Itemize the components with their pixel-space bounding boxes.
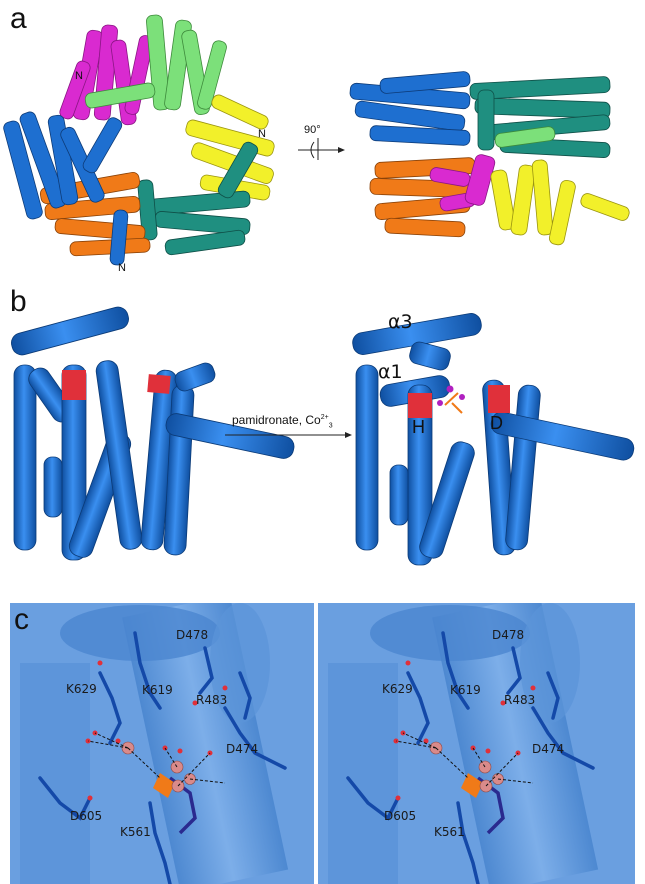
residue-label-d478-left: D478 — [176, 628, 209, 642]
helix-highlight-d-apo — [147, 374, 171, 394]
active-site-stereo — [10, 603, 635, 884]
pamidronate-ligand — [437, 385, 465, 414]
residue-label-k561-right: K561 — [434, 825, 465, 839]
reaction-condition-text: pamidronate, Co — [232, 413, 321, 427]
residue-label-d605-left: D605 — [70, 809, 103, 823]
stereo-right — [318, 603, 635, 884]
monomer-comparison — [11, 306, 635, 566]
rotation-arrow — [298, 138, 345, 160]
panel-a: a — [0, 0, 645, 285]
panel-label-c: c — [14, 603, 29, 636]
residue-label-k561-left: K561 — [120, 825, 151, 839]
residue-label-k629-left: K629 — [66, 682, 97, 696]
trimer-structure — [3, 14, 275, 266]
reaction-condition-label: pamidronate, Co2+3 — [232, 413, 333, 429]
reaction-condition-sub: 3 — [328, 422, 333, 430]
reaction-arrow — [225, 432, 352, 438]
helix-label-d: D — [490, 413, 503, 433]
residue-label-d474-right: D474 — [532, 742, 565, 756]
residue-label-d478-right: D478 — [492, 628, 525, 642]
residue-label-d474-left: D474 — [226, 742, 259, 756]
residue-label-r483-left: R483 — [196, 693, 228, 707]
trimer-side-structure — [349, 71, 630, 246]
panel-label-a: a — [10, 2, 27, 35]
helix-label-h: H — [412, 417, 425, 437]
residue-label-k619-left: K619 — [142, 683, 173, 697]
monomer-apo — [11, 306, 295, 561]
stereo-left — [10, 603, 314, 884]
helix-label-a1: α1 — [378, 361, 403, 383]
trimer-top-view — [3, 14, 630, 266]
residue-label-k629-right: K629 — [382, 682, 413, 696]
monomer-bound — [352, 313, 635, 566]
n-terminus-label-2: N — [258, 128, 266, 140]
helix-highlight-h-apo — [62, 370, 86, 400]
rotation-label: 90° — [304, 124, 321, 136]
panel-label-b: b — [10, 285, 27, 318]
residue-label-r483-right: R483 — [504, 693, 536, 707]
helix-label-a3: α3 — [388, 311, 413, 333]
residue-label-k619-right: K619 — [450, 683, 481, 697]
helix-highlight-d-bound — [488, 385, 510, 413]
reaction-condition-sup: 2+ — [320, 414, 329, 421]
panel-b: b — [0, 285, 645, 603]
n-terminus-label-3: N — [118, 262, 126, 274]
panel-c: c K629 K619 D478 R483 D474 D605 K561 K62… — [0, 603, 645, 884]
residue-label-d605-right: D605 — [384, 809, 417, 823]
n-terminus-label-1: N — [75, 70, 83, 82]
helix-highlight-h-bound — [408, 393, 432, 418]
